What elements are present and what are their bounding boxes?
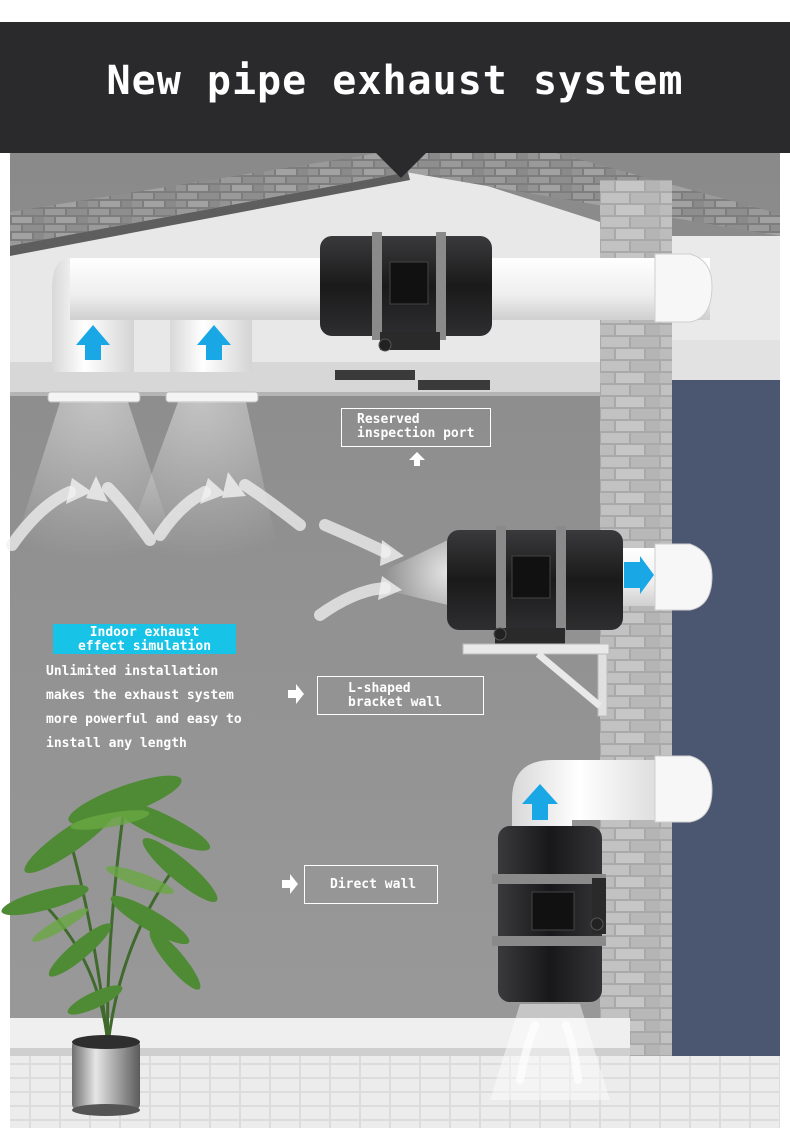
header-notch (375, 152, 427, 178)
outlet-hood-top (654, 253, 713, 323)
description-line: makes the exhaust system (46, 688, 234, 703)
inline-fan-bottom (492, 826, 606, 1002)
up-arrow-icon (522, 784, 558, 820)
airflow-arrows (6, 479, 391, 621)
callout-reserved-inspection-port: Reserved inspection port (341, 408, 491, 447)
up-arrow-icon (76, 325, 110, 360)
up-arrow-icon (197, 325, 231, 360)
page-title: New pipe exhaust system (106, 58, 684, 104)
pointer-arrow-icon (288, 684, 304, 704)
bottom-duct-elbow (512, 760, 680, 826)
callout-direct-wall: Direct wall (304, 865, 438, 904)
callout-line: Direct wall (330, 877, 417, 892)
inline-fan-top (320, 232, 492, 352)
callout-line: inspection port (357, 426, 475, 441)
right-arrow-icon (624, 556, 654, 594)
indoor-exhaust-tag: Indoor exhaust effect simulation (53, 624, 236, 654)
outer-wall (672, 380, 780, 1128)
l-shaped-bracket (462, 643, 610, 717)
indoor-exhaust-description: Unlimited installation makes the exhaust… (46, 660, 246, 756)
brick-pillar (600, 180, 672, 1128)
description-line: install any length (46, 736, 187, 751)
callout-line: bracket wall (348, 695, 442, 710)
tag-line: effect simulation (77, 639, 212, 654)
outlet-hood-bottom (654, 755, 713, 823)
callout-line: L-shaped (348, 681, 411, 696)
header-banner (0, 22, 790, 153)
description-line: Unlimited installation (46, 664, 219, 679)
callout-l-shaped-bracket-wall: L-shaped bracket wall (317, 676, 484, 715)
potted-palm (1, 775, 218, 1116)
roof-right (398, 150, 780, 236)
roof-left (10, 150, 408, 246)
ceiling-vent-1 (47, 391, 141, 403)
pointer-arrow-icon (409, 452, 425, 466)
callout-line: Reserved (357, 412, 420, 427)
inline-fan-middle (447, 526, 623, 644)
description-line: more powerful and easy to (46, 712, 242, 727)
ceiling-vent-2 (165, 391, 259, 403)
airflow-mist-3 (385, 540, 448, 605)
tag-line: Indoor exhaust (89, 625, 200, 640)
pointer-arrow-icon (282, 874, 298, 894)
inspection-port-gap (335, 370, 415, 380)
airflow-mist-2 (120, 402, 280, 560)
outlet-hood-middle (654, 543, 713, 611)
